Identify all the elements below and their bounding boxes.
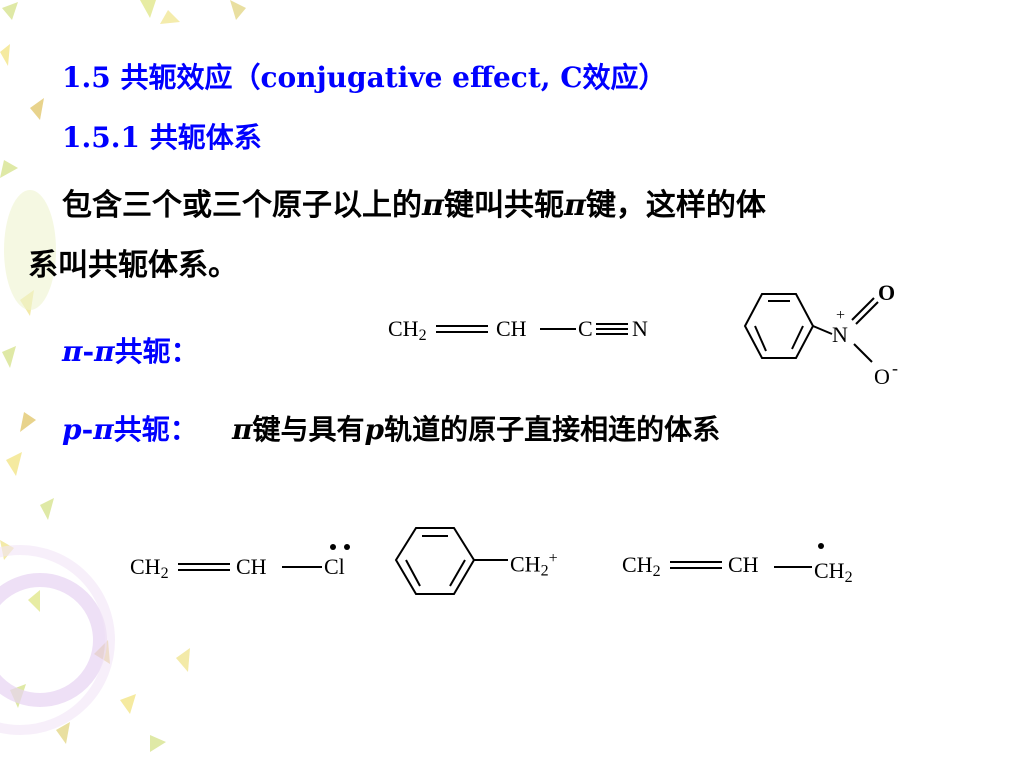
slide-heading: 1.5 共轭效应（conjugative effect, C效应） — [62, 61, 667, 94]
n-o-double-bond-b — [855, 301, 879, 325]
oxygen-charge: - — [892, 358, 898, 378]
double-bond — [178, 563, 230, 571]
atom-ch2-radical: CH2 — [814, 558, 853, 586]
acrylonitrile-structure: CH2 CH C N — [388, 308, 688, 352]
single-bond — [540, 328, 576, 330]
bubble-decoration — [0, 190, 115, 735]
pi-pi-conjugation-label: π-π共轭： — [62, 335, 199, 368]
atom-cl: Cl — [324, 554, 345, 579]
single-bond — [282, 566, 322, 568]
benzene-ring — [394, 527, 476, 595]
p-pi-conjugation-label: p-π共轭： — [62, 413, 198, 446]
definition-line-1: 包含三个或三个原子以上的π键叫共轭π键，这样的体 — [62, 188, 766, 223]
atom-ch: CH — [728, 552, 759, 577]
confetti-decoration — [0, 0, 246, 752]
slide-subheading: 1.5.1 共轭体系 — [62, 121, 262, 154]
definition-line-2: 系叫共轭体系。 — [28, 248, 238, 283]
nitrogen-charge: + — [836, 307, 845, 324]
benzyl-group: CH2+ — [510, 550, 558, 580]
vinyl-chloride-structure: CH2 CH Cl — [130, 540, 370, 590]
atom-ch2: CH2 — [388, 316, 427, 344]
atom-ch: CH — [496, 316, 527, 341]
single-bond — [774, 566, 812, 568]
atom-ch2: CH2 — [622, 552, 661, 580]
p-pi-description: π键与具有p轨道的原子直接相连的体系 — [232, 413, 721, 446]
triple-bond — [596, 323, 628, 335]
cation-charge: + — [548, 550, 558, 567]
oxygen-bottom: O — [874, 364, 890, 388]
atom-ch2: CH2 — [130, 554, 169, 582]
n-o-single-bond — [853, 343, 873, 363]
oxygen-top: O — [878, 280, 895, 305]
atom-n: N — [632, 316, 648, 341]
benzyl-cation-structure — [394, 527, 508, 595]
atom-ch: CH — [236, 554, 267, 579]
nitrogen-atom: N — [832, 322, 848, 347]
benzene-ring — [743, 293, 815, 359]
radical-dot — [818, 543, 824, 549]
lone-pair-dots — [330, 544, 350, 550]
atom-c: C — [578, 316, 593, 341]
allyl-radical-structure: CH2 CH CH2 — [622, 540, 902, 590]
double-bond — [436, 325, 488, 333]
n-o-double-bond-a — [851, 297, 875, 321]
double-bond — [670, 561, 722, 569]
nitrobenzene-structure: N + O O - — [743, 280, 898, 388]
ring-n-bond — [812, 325, 833, 335]
